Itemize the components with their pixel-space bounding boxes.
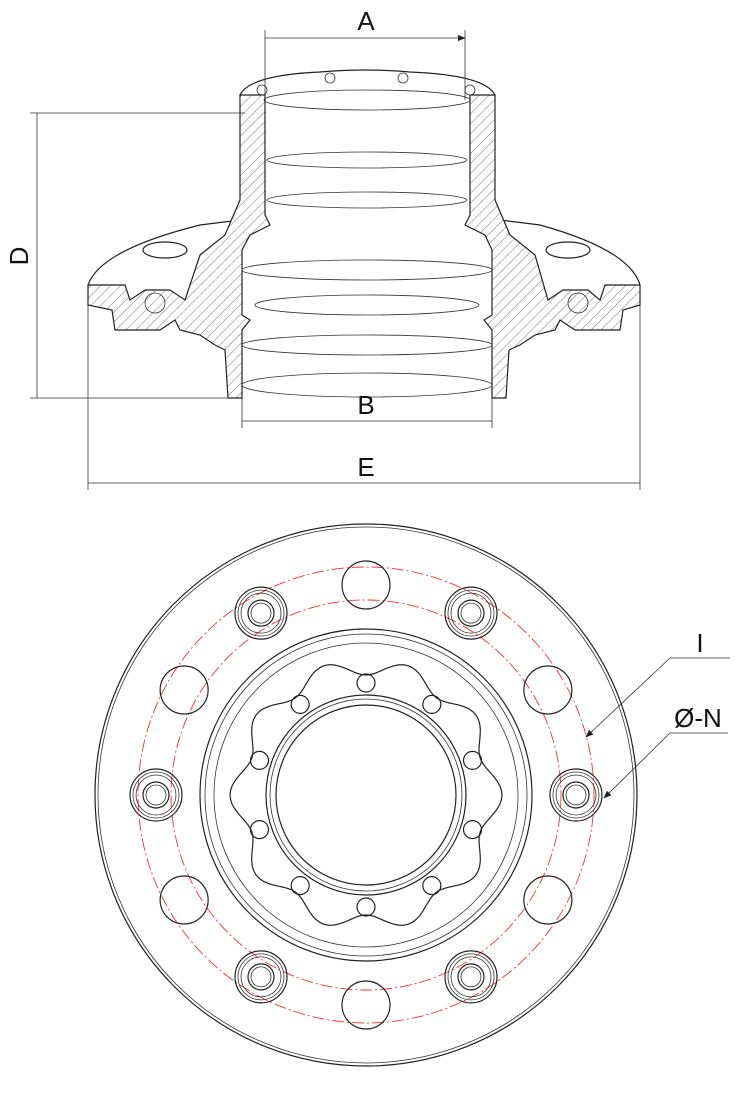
top-rim	[239, 69, 496, 96]
stud-hole	[247, 963, 275, 991]
flange-hole	[523, 875, 573, 925]
small-bolt-hole	[356, 673, 376, 693]
hub-step	[213, 642, 519, 948]
stud-hole	[457, 599, 485, 627]
small-bolt-hole	[249, 820, 270, 840]
stud-boss-ring	[552, 771, 600, 819]
flange-hole	[523, 665, 573, 715]
stud-boss-ring	[447, 589, 495, 637]
small-bolt-hole	[422, 694, 442, 714]
stud-hole	[457, 963, 485, 991]
bore-outer	[265, 694, 467, 896]
stud-boss-ring	[135, 774, 177, 816]
scalloped-flange	[229, 664, 503, 926]
flange-hole-back-left	[142, 241, 188, 259]
flange-hole	[159, 875, 209, 925]
flange-hole-back-right	[545, 241, 591, 259]
bore	[275, 704, 457, 886]
label-d: D	[4, 247, 34, 266]
dimension-d: D	[4, 112, 245, 399]
outer-rim	[94, 523, 638, 1067]
hub-outer	[199, 628, 533, 962]
flange-outline	[87, 219, 641, 286]
stud-hole	[142, 781, 170, 809]
stud-boss-ring	[450, 956, 492, 998]
stud-boss	[444, 950, 498, 1004]
stud-boss-ring	[450, 592, 492, 634]
stud-boss-ring	[237, 589, 285, 637]
small-bolt-hole	[462, 820, 483, 840]
small-bolt-hole	[290, 876, 310, 896]
flange-hole	[341, 560, 391, 610]
label-i: I	[696, 628, 703, 658]
stud-boss	[129, 768, 183, 822]
label-n: Ø-N	[674, 703, 722, 733]
bore-ring	[269, 698, 463, 892]
center-line-inner	[170, 599, 562, 991]
small-bolt-hole	[356, 897, 376, 917]
label-b: B	[357, 390, 374, 420]
small-bolt-hole	[462, 750, 483, 770]
label-e: E	[357, 452, 374, 482]
small-bolt-hole	[249, 750, 270, 770]
section-right	[464, 94, 641, 399]
stud-hole	[562, 781, 590, 809]
stud-boss	[234, 950, 288, 1004]
small-bolt-hole	[290, 694, 310, 714]
stud-boss	[549, 768, 603, 822]
stud-boss-ring	[240, 592, 282, 634]
leader-n: Ø-N	[603, 703, 728, 799]
dimension-e: E	[87, 305, 641, 490]
hub-outer-inner	[204, 633, 528, 957]
small-bolt-hole	[422, 876, 442, 896]
flange-hole	[159, 665, 209, 715]
stud-hole-inner	[565, 784, 587, 806]
center-line-outer	[137, 566, 595, 1024]
stud-hole-inner	[250, 966, 272, 988]
stud-boss	[444, 586, 498, 640]
label-a: A	[357, 6, 375, 36]
stud-boss-ring	[447, 953, 495, 1001]
stud-boss-ring	[237, 953, 285, 1001]
front-view	[94, 523, 638, 1067]
stud-boss-ring	[240, 956, 282, 998]
dimension-b: B	[241, 390, 493, 428]
stud-hole-inner	[250, 602, 272, 624]
stud-hole-inner	[145, 784, 167, 806]
flange-hole	[341, 980, 391, 1030]
section-view	[87, 69, 641, 399]
dimension-a: A	[264, 6, 466, 100]
stud-hole	[247, 599, 275, 627]
outer-rim-inner	[97, 526, 635, 1064]
stud-boss	[234, 586, 288, 640]
stud-hole-inner	[460, 602, 482, 624]
stud-boss-ring	[555, 774, 597, 816]
stud-boss-ring	[132, 771, 180, 819]
stud-hole-inner	[460, 966, 482, 988]
section-left	[87, 94, 271, 399]
leader-i: I	[585, 628, 730, 738]
